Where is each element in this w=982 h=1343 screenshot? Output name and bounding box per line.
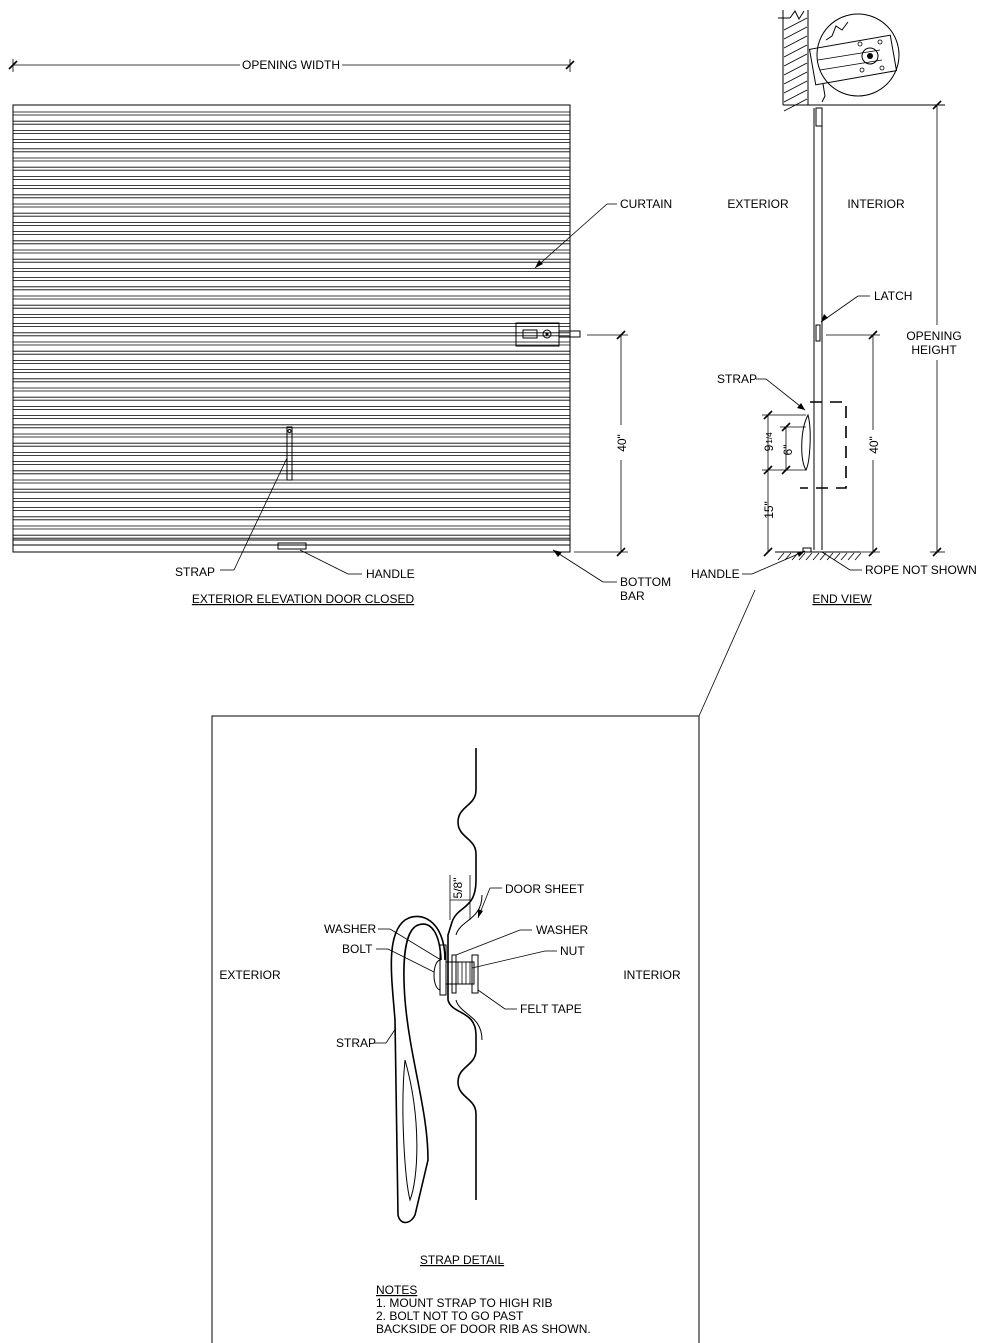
rope-not-shown-label: ROPE NOT SHOWN bbox=[865, 563, 977, 577]
detail-frame bbox=[211, 715, 700, 1343]
detail-exterior-label: EXTERIOR bbox=[219, 968, 281, 982]
bolt-assembly bbox=[433, 944, 479, 996]
handle-label: HANDLE bbox=[366, 567, 415, 581]
end-view-latch bbox=[815, 324, 821, 342]
wall-hatch-line bbox=[783, 17, 808, 31]
notes-title: NOTES bbox=[376, 1283, 417, 1297]
detail-interior-label: INTERIOR bbox=[623, 968, 681, 982]
wall-hatch-line bbox=[783, 89, 808, 103]
elevation-40in-label: 40" bbox=[615, 434, 629, 452]
bottom-bar-leader: BOTTOM BAR bbox=[552, 549, 671, 603]
opening-height-label-1: OPENING bbox=[906, 329, 961, 343]
floor-hatch-line bbox=[840, 552, 848, 561]
nut-leader: NUT bbox=[471, 944, 585, 969]
wall-hatch-line bbox=[783, 26, 808, 40]
elevation-handle bbox=[277, 542, 307, 550]
detail-strap-leader: STRAP bbox=[336, 1027, 397, 1050]
wall-hatch-line bbox=[783, 44, 808, 58]
opening-height-dimension: OPENING HEIGHT bbox=[906, 100, 962, 557]
bottom-bar-label-2: BAR bbox=[620, 589, 645, 603]
detail-strap bbox=[390, 915, 446, 1224]
end-view-handle-label: HANDLE bbox=[691, 567, 740, 581]
floor-hatch-line bbox=[847, 552, 855, 561]
bolt-leader: BOLT bbox=[342, 942, 435, 973]
wall-hatch-line bbox=[783, 35, 808, 49]
dim-6-label: 6" bbox=[781, 445, 795, 456]
end-view-title: END VIEW bbox=[812, 592, 872, 606]
floor-hatch-line bbox=[833, 552, 841, 561]
washer-right-leader: WASHER bbox=[455, 923, 589, 956]
note-1: 1. MOUNT STRAP TO HIGH RIB bbox=[376, 1296, 552, 1310]
note-3: BACKSIDE OF DOOR RIB AS SHOWN. bbox=[376, 1322, 591, 1336]
felt-tape-label: FELT TAPE bbox=[520, 1002, 582, 1016]
detail-strap-label: STRAP bbox=[336, 1036, 376, 1050]
washer-left-label: WASHER bbox=[324, 922, 377, 936]
strap-leader: STRAP bbox=[175, 457, 288, 579]
wall-hatch-line bbox=[783, 80, 808, 94]
note-2: 2. BOLT NOT TO GO PAST bbox=[376, 1309, 524, 1323]
end-view-strap bbox=[801, 413, 811, 472]
bottom-bar-label-1: BOTTOM bbox=[620, 575, 671, 589]
detail-5-8-dimension: 5/8" bbox=[449, 875, 471, 920]
exterior-elevation: OPENING WIDTH 40" bbox=[8, 58, 672, 606]
strap-detail: 5/8" EXTERIOR INTERIOR DOOR SHEET WASHER… bbox=[211, 715, 700, 1343]
end-view-handle-leader: HANDLE bbox=[691, 550, 806, 581]
door-sheet-label: DOOR SHEET bbox=[505, 882, 585, 896]
floor-hatch-line bbox=[805, 552, 813, 561]
floor-hatch-line bbox=[777, 552, 785, 561]
notes-block: NOTES 1. MOUNT STRAP TO HIGH RIB 2. BOLT… bbox=[376, 1283, 591, 1336]
end-view-strap-leader: STRAP bbox=[717, 372, 806, 411]
strap-label: STRAP bbox=[175, 565, 215, 579]
wall-hatch-line bbox=[783, 98, 808, 112]
strap-detail-title: STRAP DETAIL bbox=[420, 1253, 505, 1267]
detail-callout-line bbox=[698, 589, 756, 717]
wall-hatch-line bbox=[783, 62, 808, 76]
washer-left-leader: WASHER bbox=[324, 922, 442, 961]
wall-section bbox=[778, 10, 809, 112]
door-outline bbox=[12, 104, 571, 553]
door-sheet-leader: DOOR SHEET bbox=[477, 882, 585, 919]
end-view-40in-dimension: 40" bbox=[826, 330, 881, 557]
strap-swing-outline bbox=[800, 401, 847, 489]
dim-9-label: 9 bbox=[762, 444, 776, 451]
elevation-latch bbox=[515, 322, 581, 347]
elevation-title: EXTERIOR ELEVATION DOOR CLOSED bbox=[192, 592, 415, 606]
opening-width-dimension: OPENING WIDTH bbox=[8, 58, 575, 72]
drum-assembly bbox=[808, 13, 900, 103]
latch-label: LATCH bbox=[874, 289, 912, 303]
nut-label: NUT bbox=[560, 944, 585, 958]
dim-9-fraction: 1/4 bbox=[765, 432, 774, 444]
dim-15-label: 15" bbox=[762, 501, 776, 519]
end-view: EXTERIOR INTERIOR LATCH OPENING HEIGHT bbox=[691, 10, 977, 606]
floor-hatch-line bbox=[854, 552, 862, 561]
door-sheet-profile bbox=[447, 748, 477, 1200]
wall-hatch-line bbox=[783, 71, 808, 85]
end-view-strap-label: STRAP bbox=[717, 372, 757, 386]
floor-hatch-line bbox=[826, 552, 834, 561]
bolt-label: BOLT bbox=[342, 942, 373, 956]
opening-width-label: OPENING WIDTH bbox=[242, 58, 340, 72]
latch-leader: LATCH bbox=[820, 289, 912, 323]
rope-leader: ROPE NOT SHOWN bbox=[821, 551, 977, 577]
elevation-strap bbox=[286, 426, 293, 481]
curtain-label: CURTAIN bbox=[620, 197, 672, 211]
curtain-leader: CURTAIN bbox=[534, 197, 672, 269]
dim-5-8-label: 5/8" bbox=[451, 878, 465, 899]
strap-height-dimensions: 9 1/4 6" 15" bbox=[762, 410, 806, 557]
washer-right-label: WASHER bbox=[536, 923, 589, 937]
wall-hatch-line bbox=[783, 53, 808, 67]
end-view-exterior-label: EXTERIOR bbox=[727, 197, 789, 211]
end-view-40in-label: 40" bbox=[867, 436, 881, 454]
floor-hatch-line bbox=[798, 552, 806, 561]
floor-hatch-line bbox=[812, 552, 820, 561]
end-view-interior-label: INTERIOR bbox=[847, 197, 905, 211]
opening-height-label-2: HEIGHT bbox=[911, 343, 957, 357]
felt-tape-leader: FELT TAPE bbox=[477, 989, 582, 1016]
elevation-40in-dimension: 40" bbox=[574, 330, 629, 557]
handle-leader: HANDLE bbox=[299, 549, 415, 581]
